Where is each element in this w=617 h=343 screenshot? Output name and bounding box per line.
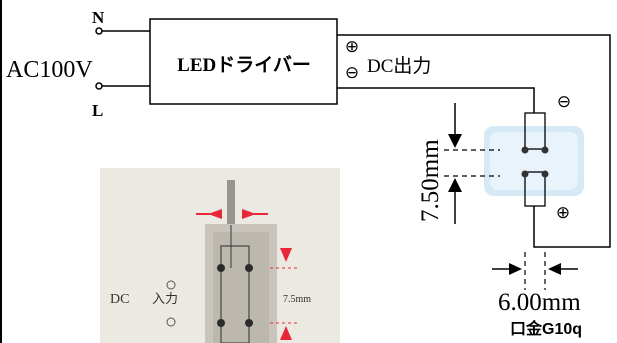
dim-h-arrow-left-head [509,263,522,275]
led-driver-label: LEDドライバー [177,54,311,76]
dc-output-label: DC出力 [367,55,431,77]
photo-pin-1 [217,264,225,272]
photo-pin-4 [245,319,253,327]
lamp-plus-terminal-icon: ⊕ [556,203,570,222]
driver-plus-terminal-icon: ⊕ [345,37,359,56]
photo-arrow-up-red [280,326,292,340]
dc-plus-wire [337,34,611,248]
photo-lead-box [220,245,250,343]
photo-plus-marker [166,317,176,327]
pin-spacing-vertical-label: 7.50mm [417,139,444,222]
lamp-pin-bottom-left [521,170,529,178]
photo-pin-2 [245,264,253,272]
input-voltage-label: AC100V [6,57,93,83]
lamp-pin-top-right [541,146,549,154]
base-type-label: 口金G10q [510,319,582,338]
dc-minus-wire [337,87,535,113]
terminal-l-circle [95,82,103,90]
dim-v-arrow-bottom-head [448,178,462,192]
terminal-l-label: L [92,101,103,120]
pin-spacing-horizontal-label: 6.00mm [498,289,581,316]
photo-minus-marker [166,280,176,290]
photo-input-label: 入力 [152,291,178,306]
photo-arrow-down-red [280,248,292,262]
lamp-pin-bottom-right [541,170,549,178]
lamp-lead-minus [524,112,546,150]
photo-dc-label: DC [110,292,129,307]
reference-photo: DC 入力 7.5mm [100,168,340,343]
photo-arrow-right-red [242,209,256,219]
lamp-lead-plus [524,171,546,207]
photo-pin-3 [217,319,225,327]
lamp-pin-top-left [521,146,529,154]
dim-h-arrow-right-head [548,263,561,275]
photo-pin-stem [227,180,235,224]
terminal-n-circle [95,27,103,35]
lamp-minus-terminal-icon: ⊖ [557,92,571,111]
lamp-body-highlight [490,132,578,190]
photo-spacing-label: 7.5mm [283,294,311,305]
driver-minus-terminal-icon: ⊖ [345,63,359,82]
dim-v-arrow-top-head [448,134,462,148]
terminal-n-label: N [92,8,105,27]
photo-arrow-left-red [208,209,222,219]
led-driver-box [149,18,338,105]
